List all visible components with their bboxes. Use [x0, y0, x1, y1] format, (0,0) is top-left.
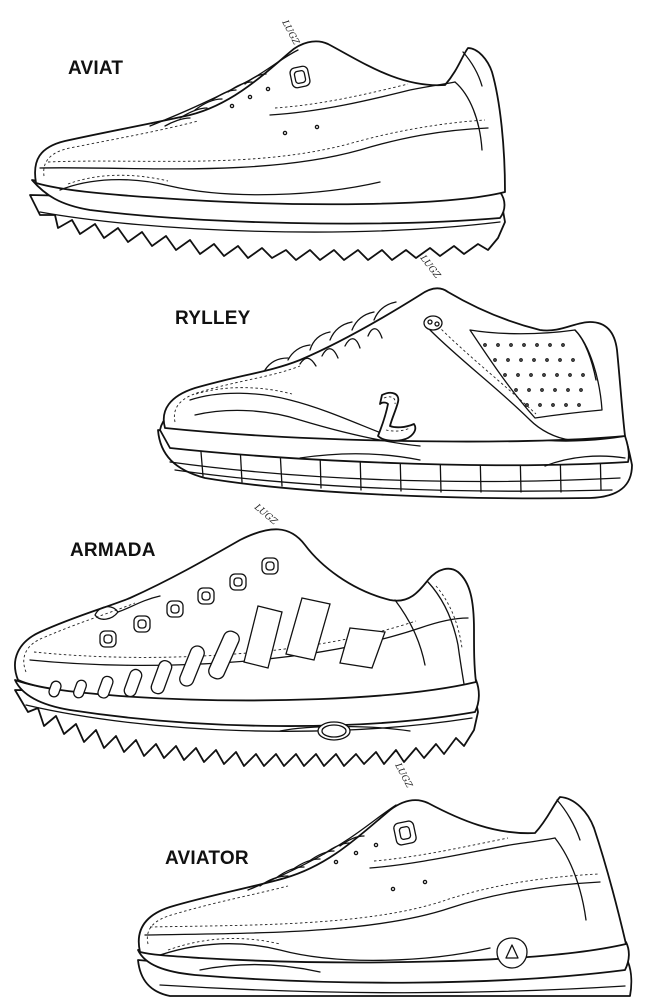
heel-badge-aviator — [497, 938, 527, 968]
eyelets-armada — [100, 558, 278, 647]
shoe-label-rylley: RYLLEY — [175, 308, 251, 329]
shoe-label-aviat: AVIAT — [68, 58, 124, 79]
shoe-label-armada: ARMADA — [70, 540, 156, 561]
shoe-label-aviator: AVIATOR — [165, 848, 249, 869]
upper-aviator — [139, 797, 626, 962]
perforation-dots-rylley — [484, 344, 584, 406]
upper-rylley — [164, 288, 625, 441]
side-vents-armada — [48, 598, 385, 699]
tongue-logo-aviator — [393, 820, 417, 846]
l-emblem-rylley — [378, 393, 415, 441]
brand-mark-aviator: LUGZ — [392, 761, 414, 791]
upper-aviat — [35, 41, 505, 204]
